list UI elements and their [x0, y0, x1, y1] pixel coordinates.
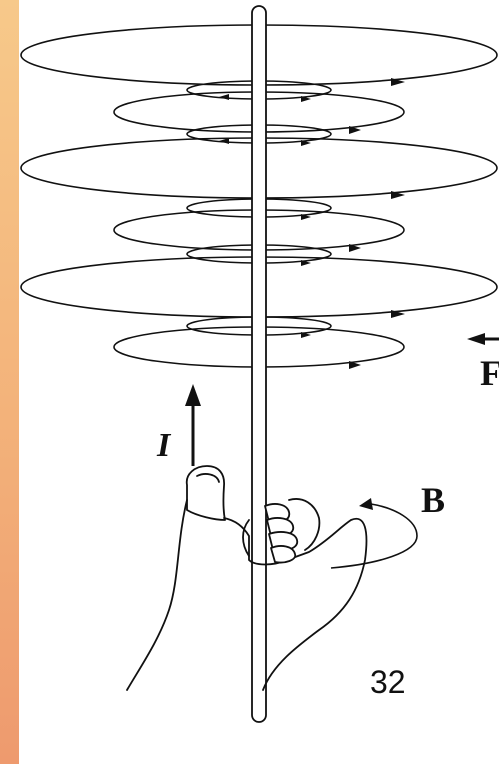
arrow-up-icon [185, 384, 201, 406]
arrow-right-icon [391, 78, 405, 86]
curved-arrow-icon [330, 503, 418, 569]
arrow-right-icon [391, 310, 405, 318]
current-arrow [185, 384, 201, 466]
right-hand-grip-icon [126, 465, 368, 691]
arrow-right-icon [301, 96, 311, 102]
curved-arrow-head [359, 498, 373, 510]
force-label-cut-off: F [480, 353, 499, 393]
arrow-right-icon [349, 126, 361, 134]
slide-canvas: I B F 32 [19, 0, 499, 764]
arrow-left-icon [219, 94, 229, 100]
arrow-left-icon [219, 138, 229, 144]
force-arrow-partial [467, 333, 499, 345]
arrow-right-icon [349, 361, 361, 369]
current-label: I [156, 427, 172, 464]
right-hand-rule-diagram: I B F [20, 5, 499, 723]
page-number: 32 [370, 664, 406, 700]
arrow-left-icon [467, 333, 485, 345]
field-label: B [421, 480, 445, 520]
arrow-right-icon [349, 244, 361, 252]
arrow-right-icon [301, 140, 311, 146]
arrow-right-icon [301, 260, 311, 266]
arrow-right-icon [391, 191, 405, 199]
wire [251, 5, 267, 723]
arrow-right-icon [301, 214, 311, 220]
arrow-right-icon [301, 332, 311, 338]
field-direction-arrows [219, 78, 405, 369]
